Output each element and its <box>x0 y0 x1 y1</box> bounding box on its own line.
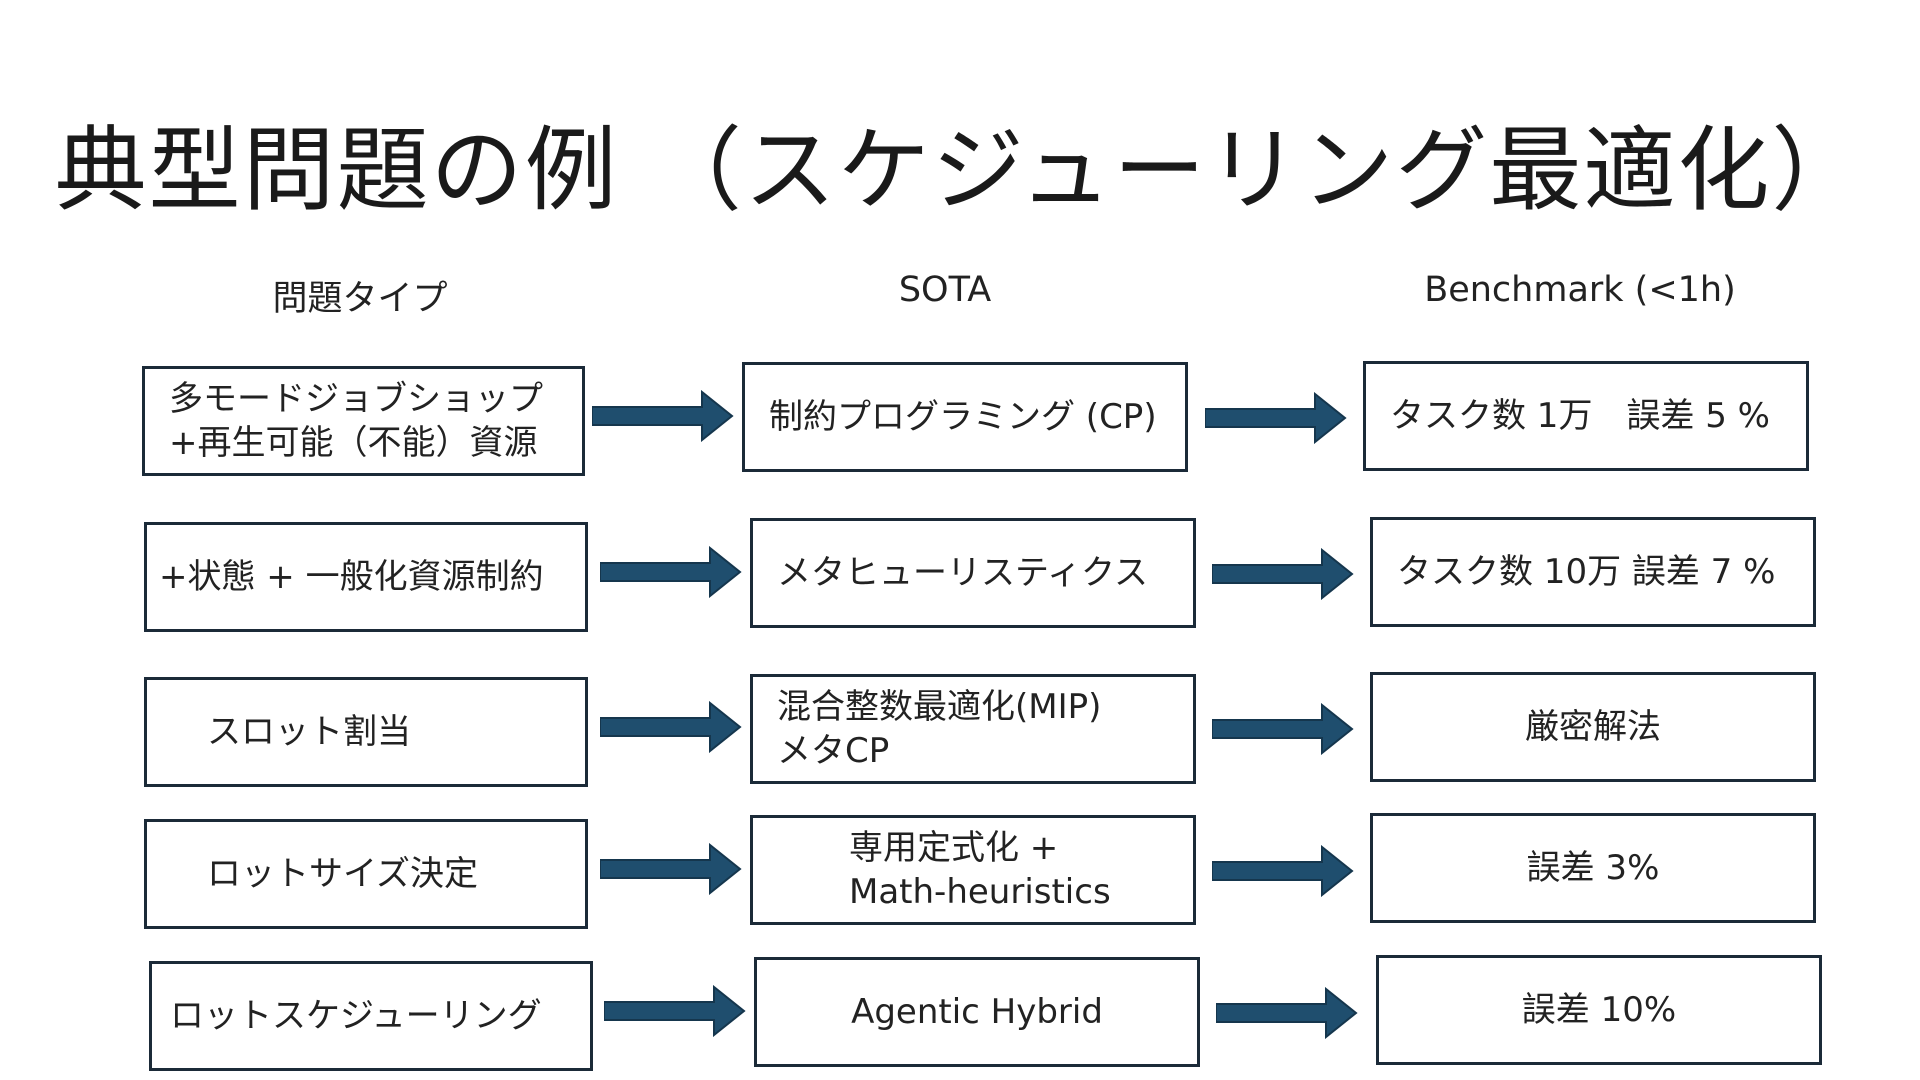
right-arrow-icon <box>604 985 746 1037</box>
sota-box-3: 混合整数最適化(MIP) メタCP <box>750 674 1196 784</box>
benchmark-1-line-1: タスク数 1万 誤差 5 % <box>1390 396 1770 436</box>
right-arrow-icon <box>1212 548 1354 600</box>
problem-2-line-1: +状態 + 一般化資源制約 <box>159 557 544 597</box>
header-sota: SOTA <box>898 270 992 310</box>
benchmark-3-line-1: 厳密解法 <box>1525 707 1661 747</box>
right-arrow-icon <box>1216 987 1358 1039</box>
sota-3-line-2: メタCP <box>777 731 890 771</box>
right-arrow-icon <box>600 843 742 895</box>
right-arrow-icon <box>1205 392 1347 444</box>
sota-5-line-1: Agentic Hybrid <box>851 992 1103 1032</box>
sota-box-2: メタヒューリスティクス <box>750 518 1196 628</box>
sota-box-1: 制約プログラミング (CP) <box>742 362 1188 472</box>
benchmark-2-line-1: タスク数 10万 誤差 7 % <box>1397 552 1776 592</box>
problem-1-line-1: 多モードジョブショップ <box>169 379 543 419</box>
problem-5-line-1: ロットスケジューリング <box>170 996 542 1036</box>
benchmark-4-line-1: 誤差 3% <box>1526 848 1660 888</box>
problem-box-4: ロットサイズ決定 <box>144 819 588 929</box>
problem-1-line-2: +再生可能（不能）資源 <box>169 423 538 463</box>
benchmark-box-1: タスク数 1万 誤差 5 % <box>1363 361 1809 471</box>
problem-box-2: +状態 + 一般化資源制約 <box>144 522 588 632</box>
header-problem-type: 問題タイプ <box>272 279 448 319</box>
problem-box-5: ロットスケジューリング <box>149 961 593 1071</box>
benchmark-box-4: 誤差 3% <box>1370 813 1816 923</box>
problem-4-line-1: ロットサイズ決定 <box>207 854 478 894</box>
sota-3-line-1: 混合整数最適化(MIP) <box>777 687 1102 727</box>
right-arrow-icon <box>592 390 734 442</box>
right-arrow-icon <box>1212 703 1354 755</box>
benchmark-5-line-1: 誤差 10% <box>1521 990 1677 1030</box>
right-arrow-icon <box>1212 845 1354 897</box>
problem-box-3: スロット割当 <box>144 677 588 787</box>
sota-4-line-2: Math-heuristics <box>849 872 1111 912</box>
sota-1-line-1: 制約プログラミング (CP) <box>769 397 1157 437</box>
page-title: 典型問題の例 （スケジューリング最適化） <box>54 117 1866 224</box>
right-arrow-icon <box>600 546 742 598</box>
sota-box-4: 専用定式化 + Math-heuristics <box>750 815 1196 925</box>
benchmark-box-5: 誤差 10% <box>1376 955 1822 1065</box>
problem-3-line-1: スロット割当 <box>207 712 411 752</box>
sota-box-5: Agentic Hybrid <box>754 957 1200 1067</box>
problem-box-1: 多モードジョブショップ +再生可能（不能）資源 <box>142 366 585 476</box>
right-arrow-icon <box>600 701 742 753</box>
sota-2-line-1: メタヒューリスティクス <box>777 553 1148 593</box>
header-benchmark: Benchmark (<1h) <box>1424 270 1736 310</box>
benchmark-box-3: 厳密解法 <box>1370 672 1816 782</box>
sota-4-line-1: 専用定式化 + <box>849 828 1059 868</box>
benchmark-box-2: タスク数 10万 誤差 7 % <box>1370 517 1816 627</box>
